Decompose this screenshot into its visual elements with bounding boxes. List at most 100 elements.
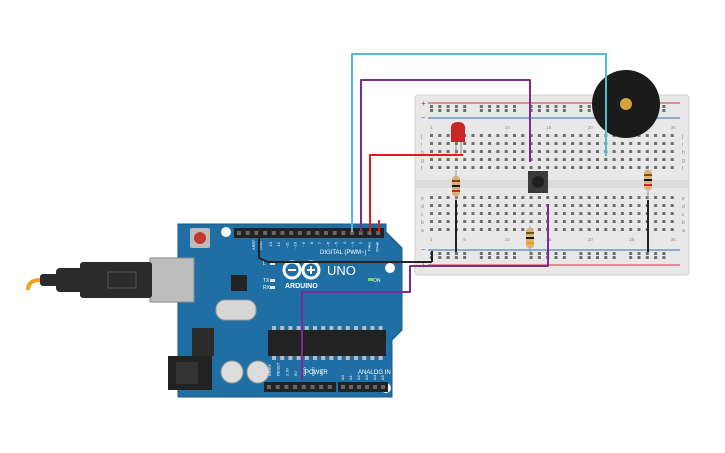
rail-hole[interactable] [662,105,666,108]
breadboard-hole[interactable] [645,134,649,137]
breadboard-hole[interactable] [579,166,583,169]
breadboard-hole[interactable] [479,166,483,169]
breadboard-hole[interactable] [604,196,608,199]
breadboard-hole[interactable] [521,204,525,207]
breadboard-hole[interactable] [620,150,624,153]
breadboard-hole[interactable] [662,204,666,207]
breadboard-hole[interactable] [571,166,575,169]
breadboard-hole[interactable] [537,134,541,137]
breadboard-hole[interactable] [579,134,583,137]
breadboard-hole[interactable] [662,158,666,161]
header-pin[interactable] [245,231,250,235]
rail-hole[interactable] [504,105,508,108]
breadboard-hole[interactable] [438,228,442,231]
breadboard-hole[interactable] [529,166,533,169]
breadboard-hole[interactable] [471,150,475,153]
breadboard-hole[interactable] [504,142,508,145]
breadboard-hole[interactable] [620,142,624,145]
breadboard-hole[interactable] [604,158,608,161]
breadboard-hole[interactable] [546,134,550,137]
breadboard-hole[interactable] [438,150,442,153]
rail-hole[interactable] [529,252,533,255]
header-pin[interactable] [237,231,241,235]
breadboard-hole[interactable] [504,134,508,137]
breadboard-hole[interactable] [629,166,633,169]
header-pin[interactable] [284,385,289,389]
breadboard-hole[interactable] [521,212,525,215]
rail-hole[interactable] [513,105,516,108]
header-pin[interactable] [301,385,306,389]
breadboard-hole[interactable] [529,150,533,153]
breadboard-hole[interactable] [537,220,541,223]
breadboard-hole[interactable] [463,150,467,153]
breadboard-hole[interactable] [430,228,433,231]
breadboard-hole[interactable] [446,196,450,199]
breadboard-hole[interactable] [612,158,616,161]
breadboard-hole[interactable] [537,142,541,145]
breadboard-hole[interactable] [504,150,508,153]
breadboard-hole[interactable] [629,212,633,215]
rail-hole[interactable] [454,252,458,255]
rail-hole[interactable] [488,252,492,255]
rail-hole[interactable] [612,252,616,255]
breadboard-hole[interactable] [554,204,558,207]
breadboard-hole[interactable] [579,142,583,145]
breadboard-hole[interactable] [596,204,599,207]
breadboard-hole[interactable] [479,134,483,137]
breadboard-hole[interactable] [571,228,575,231]
rail-hole[interactable] [529,109,533,112]
breadboard-hole[interactable] [637,204,641,207]
breadboard-hole[interactable] [537,204,541,207]
breadboard-hole[interactable] [670,204,674,207]
rail-hole[interactable] [446,109,450,112]
breadboard-hole[interactable] [579,158,583,161]
breadboard-hole[interactable] [645,150,649,153]
breadboard-hole[interactable] [430,220,433,223]
breadboard-hole[interactable] [612,220,616,223]
breadboard-hole[interactable] [629,150,633,153]
rail-hole[interactable] [604,256,608,259]
breadboard-hole[interactable] [479,212,483,215]
breadboard-hole[interactable] [488,158,492,161]
breadboard-hole[interactable] [554,166,558,169]
header-pin[interactable] [327,385,332,389]
breadboard-hole[interactable] [446,228,450,231]
breadboard-hole[interactable] [504,204,508,207]
breadboard-hole[interactable] [513,150,516,153]
rail-hole[interactable] [496,105,500,108]
rail-hole[interactable] [654,256,658,259]
breadboard-hole[interactable] [446,220,450,223]
breadboard-hole[interactable] [430,212,433,215]
breadboard-hole[interactable] [637,134,641,137]
breadboard-hole[interactable] [537,166,541,169]
breadboard-hole[interactable] [637,212,641,215]
breadboard-hole[interactable] [587,228,591,231]
breadboard-hole[interactable] [479,204,483,207]
breadboard-hole[interactable] [496,196,500,199]
breadboard-hole[interactable] [537,158,541,161]
breadboard-hole[interactable] [662,134,666,137]
breadboard-hole[interactable] [546,158,550,161]
rail-hole[interactable] [596,252,599,255]
breadboard-hole[interactable] [612,228,616,231]
breadboard-hole[interactable] [554,196,558,199]
breadboard-hole[interactable] [488,142,492,145]
breadboard-hole[interactable] [670,196,674,199]
breadboard-hole[interactable] [629,204,633,207]
rail-hole[interactable] [662,256,666,259]
breadboard-hole[interactable] [537,150,541,153]
breadboard-hole[interactable] [554,220,558,223]
breadboard-hole[interactable] [488,150,492,153]
breadboard-hole[interactable] [587,220,591,223]
breadboard-hole[interactable] [654,166,658,169]
rail-hole[interactable] [562,105,566,108]
header-pin[interactable] [358,231,363,235]
breadboard-hole[interactable] [554,150,558,153]
breadboard-hole[interactable] [496,212,500,215]
breadboard-hole[interactable] [637,158,641,161]
header-pin[interactable] [263,231,268,235]
rail-hole[interactable] [637,256,641,259]
header-pin[interactable] [350,231,355,235]
rail-hole[interactable] [579,252,583,255]
